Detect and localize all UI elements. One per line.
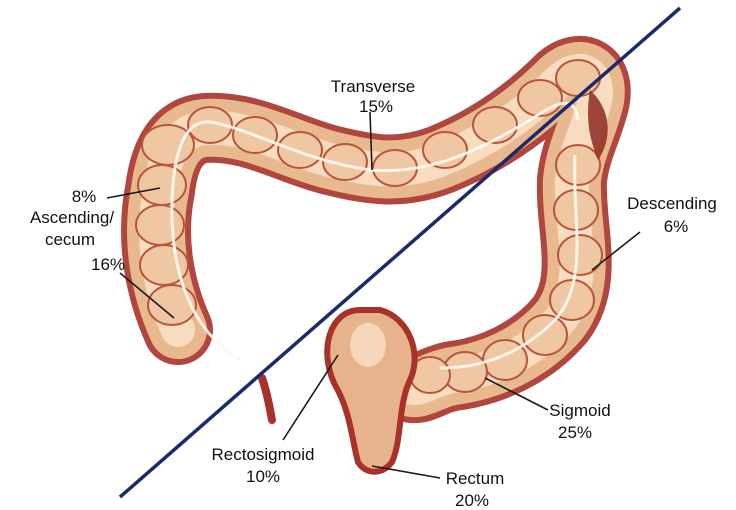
ascending-name-line2: cecum — [45, 230, 95, 249]
rectum-name: Rectum — [446, 469, 505, 488]
descending-pct: 6% — [664, 217, 689, 236]
rectum-highlight — [350, 323, 386, 367]
transverse-pct: 15% — [359, 97, 393, 116]
leader-rectosigmoid — [283, 355, 338, 440]
ascending-top-pct: 8% — [72, 187, 97, 206]
ascending-bottom-pct: 16% — [91, 255, 125, 274]
sigmoid-name: Sigmoid — [549, 401, 610, 420]
rectosigmoid-name: Rectosigmoid — [212, 445, 315, 464]
rectum-pct: 20% — [455, 491, 489, 510]
rectosigmoid-pct: 10% — [246, 467, 280, 486]
ascending-name-line1: Ascending/ — [30, 208, 114, 227]
transverse-name: Transverse — [331, 77, 415, 96]
colon-illustration — [136, 60, 608, 472]
appendix — [262, 378, 272, 420]
sigmoid-pct: 25% — [558, 423, 592, 442]
descending-name: Descending — [627, 194, 717, 213]
